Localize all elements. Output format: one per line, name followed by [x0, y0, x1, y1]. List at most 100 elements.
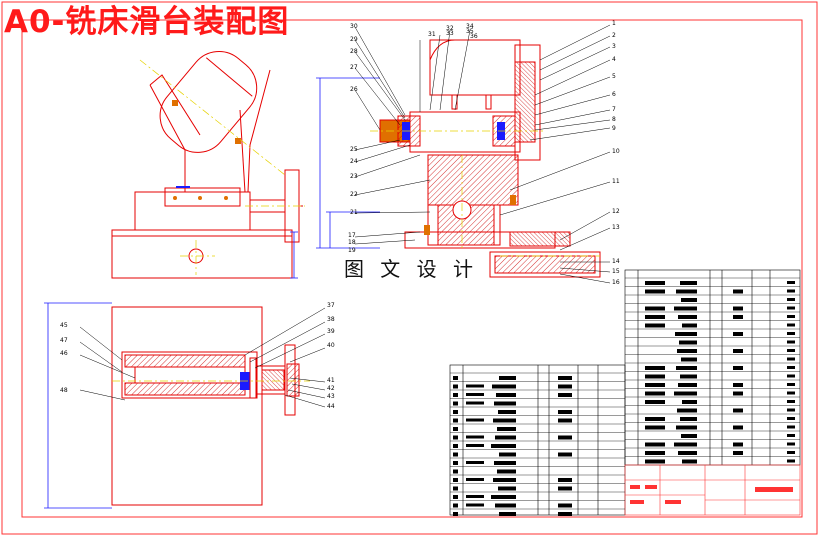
table-cell-text — [466, 435, 484, 439]
table-cell-text — [681, 298, 697, 302]
table-cell-text — [645, 323, 665, 328]
table-cell-text — [453, 401, 458, 406]
table-cell-text — [499, 452, 516, 457]
table-cell-text — [558, 486, 572, 491]
table-cell-text — [787, 383, 795, 386]
table-cell-text — [645, 442, 665, 447]
table-cell-text — [558, 418, 572, 423]
table-cell-text — [678, 383, 697, 387]
table-cell-text — [466, 495, 484, 498]
table-cell-text — [645, 306, 665, 311]
table-cell-text — [645, 459, 665, 464]
table-cell-text — [645, 400, 665, 404]
table-cell-text — [674, 442, 697, 447]
table-cell-text — [453, 384, 458, 389]
table-cell-text — [645, 281, 665, 285]
table-cell-text — [466, 461, 484, 464]
table-cell-text — [787, 366, 795, 369]
front-section — [379, 39, 601, 278]
table-cell-text — [677, 349, 697, 353]
part-label-19: 19 — [348, 247, 356, 254]
table-cell-text — [787, 323, 795, 327]
part-label-40: 40 — [327, 342, 335, 349]
table-cell-text — [787, 306, 795, 310]
table-cell-text — [733, 349, 743, 353]
table-cell-text — [494, 461, 516, 465]
table-cell-text — [499, 376, 516, 380]
table-cell-text — [676, 425, 697, 430]
table-cell-text — [645, 366, 665, 370]
part-label-10: 10 — [612, 148, 620, 155]
table-cell-text — [645, 417, 665, 421]
table-cell-text — [558, 478, 572, 482]
table-cell-text — [787, 408, 795, 412]
table-cell-text — [645, 391, 665, 396]
part-label-46: 46 — [60, 350, 68, 357]
table-cell-text — [453, 478, 458, 482]
table-cell-text — [453, 512, 458, 516]
part-label-17: 17 — [348, 232, 356, 239]
watermark: 图 文 设 计 — [336, 254, 486, 284]
table-cell-text — [453, 435, 458, 440]
inner-border — [21, 19, 803, 518]
table-cell-text — [494, 401, 516, 406]
table-cell-text — [787, 374, 795, 378]
part-label-39: 39 — [327, 328, 335, 335]
part-label-42: 42 — [327, 385, 335, 392]
table-cell-text — [675, 332, 697, 336]
table-cell-text — [453, 486, 458, 491]
table-cell-text — [453, 376, 458, 380]
part-label-27: 27 — [350, 64, 358, 71]
part-label-47: 47 — [60, 337, 68, 344]
table-cell-text — [787, 425, 795, 429]
table-cell-text — [787, 332, 795, 335]
table-cell-text — [453, 410, 458, 414]
part-label-35: 35 — [466, 28, 474, 35]
table-cell-text — [676, 366, 697, 370]
part-label-48: 48 — [60, 387, 68, 394]
table-cell-text — [787, 400, 795, 403]
table-cell-text — [787, 315, 795, 318]
table-cell-text — [558, 376, 572, 380]
table-cell-text — [787, 451, 795, 454]
table-cell-text — [558, 512, 572, 516]
table-cell-text — [558, 503, 572, 508]
table-cell-text — [682, 459, 697, 464]
table-cell-text — [733, 332, 743, 336]
table-cell-text — [558, 410, 572, 414]
part-label-18: 18 — [348, 239, 356, 246]
table-cell-text — [558, 393, 572, 397]
part-label-31: 31 — [428, 31, 436, 38]
table-cell-text — [787, 391, 795, 395]
part-number-labels: 1234567891011121314151617181920212223242… — [60, 20, 620, 410]
table-cell-text — [681, 434, 697, 438]
side-view — [111, 50, 303, 279]
part-label-21: 21 — [350, 209, 358, 216]
part-label-33: 33 — [446, 30, 454, 37]
part-label-7: 7 — [612, 106, 616, 113]
part-label-23: 23 — [350, 173, 358, 180]
table-cell-text — [674, 306, 697, 311]
table-cell-text — [492, 384, 516, 389]
table-cell-text — [787, 434, 795, 437]
part-label-13: 13 — [612, 224, 620, 231]
table-cell-text — [466, 401, 484, 405]
table-cell-text — [466, 478, 484, 481]
part-label-4: 4 — [612, 56, 616, 63]
part-label-41: 41 — [327, 377, 335, 384]
table-cell-text — [733, 408, 743, 413]
table-cell-text — [645, 374, 665, 379]
table-cell-text — [676, 289, 697, 294]
table-cell-text — [645, 383, 665, 387]
part-label-9: 9 — [612, 125, 616, 132]
table-cell-text — [645, 315, 665, 319]
table-cell-text — [645, 425, 665, 430]
table-cell-text — [466, 444, 484, 447]
part-label-38: 38 — [327, 316, 335, 323]
part-label-25: 25 — [350, 146, 358, 153]
table-cell-text — [680, 417, 697, 421]
table-cell-text — [498, 486, 516, 491]
table-cell-text — [558, 384, 572, 389]
